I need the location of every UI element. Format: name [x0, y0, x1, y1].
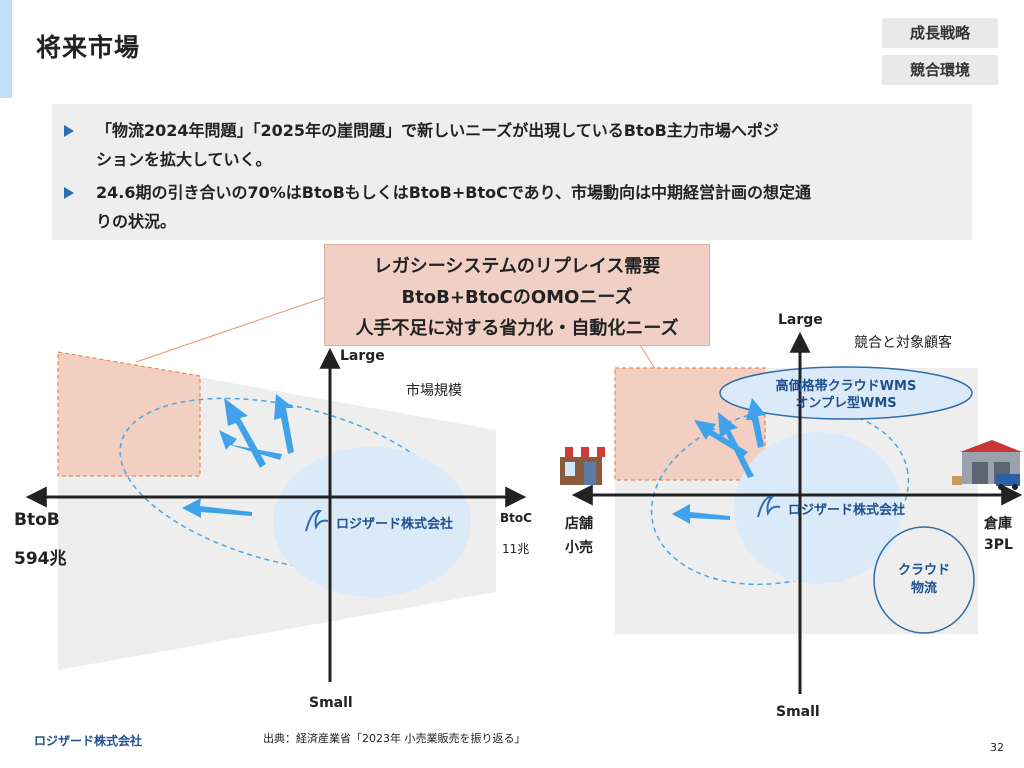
- callout-connector-right: [639, 344, 657, 371]
- left-axis-btob-value: 594兆: [14, 549, 67, 569]
- summary-bullet-1-line1: 「物流2024年問題」「2025年の崖問題」で新しいニーズが出現しているBtoB…: [96, 121, 779, 140]
- callout-line-1: レガシーシステムのリプレイス需要: [373, 256, 661, 277]
- right-caption: 競合と対象顧客: [854, 335, 952, 351]
- left-caption: 市場規模: [406, 383, 462, 399]
- right-axis-retail-label: 小売: [565, 540, 593, 556]
- company-logo-icon: [305, 509, 329, 532]
- bullet-triangle-icon: [64, 125, 74, 137]
- right-axis-store-label: 店舗: [565, 516, 593, 532]
- page-title: 将来市場: [36, 33, 141, 62]
- growth-arrow-icon: [672, 504, 730, 524]
- cloud-logistics-ellipse: [873, 526, 975, 634]
- needs-callout: レガシーシステムのリプレイス需要 BtoB+BtoCのOMOニーズ 人手不足に対…: [324, 244, 710, 346]
- store-icon: [557, 447, 605, 485]
- cloud-logistics-line-2: 物流: [910, 581, 937, 596]
- growth-arrow-icon: [274, 394, 294, 454]
- competitor-ellipse: [719, 366, 973, 420]
- competitor-label: 高価格帯クラウドWMS オンプレ型WMS: [760, 378, 932, 412]
- page-number: 32: [990, 741, 1004, 754]
- summary-box: 「物流2024年問題」「2025年の崖問題」で新しいニーズが出現しているBtoB…: [52, 104, 972, 240]
- warehouse-icon: [952, 440, 1022, 490]
- callout-line-2: BtoB+BtoCのOMOニーズ: [401, 287, 633, 308]
- target-zone-left: [57, 351, 201, 477]
- growth-arrow-icon: [224, 398, 266, 468]
- left-axis-large-label: Large: [340, 348, 385, 364]
- footer-logo: ロジザード株式会社: [34, 734, 143, 748]
- right-axis-warehouse-label: 倉庫: [984, 516, 1012, 532]
- cloud-logistics-line-1: クラウド: [897, 563, 950, 578]
- growth-arrow-icon: [746, 398, 766, 448]
- tag-competitive-environment[interactable]: 競合環境: [882, 55, 998, 85]
- right-axis-3pl-label: 3PL: [984, 537, 1013, 553]
- callout-line-3: 人手不足に対する省力化・自動化ニーズ: [355, 318, 679, 339]
- company-name-left: ロジザード株式会社: [336, 517, 454, 532]
- cloud-logistics-label: クラウド 物流: [884, 562, 964, 598]
- right-axis-small-label: Small: [776, 704, 820, 720]
- left-axis-btob-label: BtoB: [14, 510, 60, 530]
- left-axis-small-label: Small: [309, 695, 353, 711]
- competitor-label-line-1: 高価格帯クラウドWMS: [775, 379, 917, 394]
- growth-arrow-icon: [182, 498, 252, 518]
- company-ellipse-left: [273, 447, 471, 597]
- summary-bullet-2-line2: りの状況。: [96, 212, 177, 231]
- summary-bullet-2-line1: 24.6期の引き合いの70%はBtoBもしくはBtoB+BtoCであり、市場動向…: [96, 183, 812, 202]
- summary-bullet-1-line2: ションを拡大していく。: [96, 150, 272, 169]
- competitor-label-line-2: オンプレ型WMS: [795, 396, 897, 411]
- growth-arrows-left: [182, 394, 294, 518]
- company-name-right: ロジザード株式会社: [788, 503, 906, 518]
- right-axis-large-label: Large: [778, 312, 823, 328]
- company-ellipse-right: [734, 432, 902, 584]
- tag-growth-strategy[interactable]: 成長戦略: [882, 18, 998, 48]
- bullet-triangle-icon: [64, 187, 74, 199]
- growth-arrow-icon: [718, 412, 754, 478]
- source-note: 出典：経済産業省「2023年 小売業販売を振り返る」: [263, 732, 526, 745]
- callout-connector-left: [135, 296, 327, 363]
- left-axis-btoc-label: BtoC: [500, 511, 532, 525]
- company-logo-icon: [757, 495, 781, 518]
- growth-arrow-icon: [219, 430, 282, 460]
- title-accent-bar: [0, 0, 12, 98]
- left-axis-btoc-value: 11兆: [502, 542, 530, 556]
- growth-arrows-right: [672, 398, 766, 524]
